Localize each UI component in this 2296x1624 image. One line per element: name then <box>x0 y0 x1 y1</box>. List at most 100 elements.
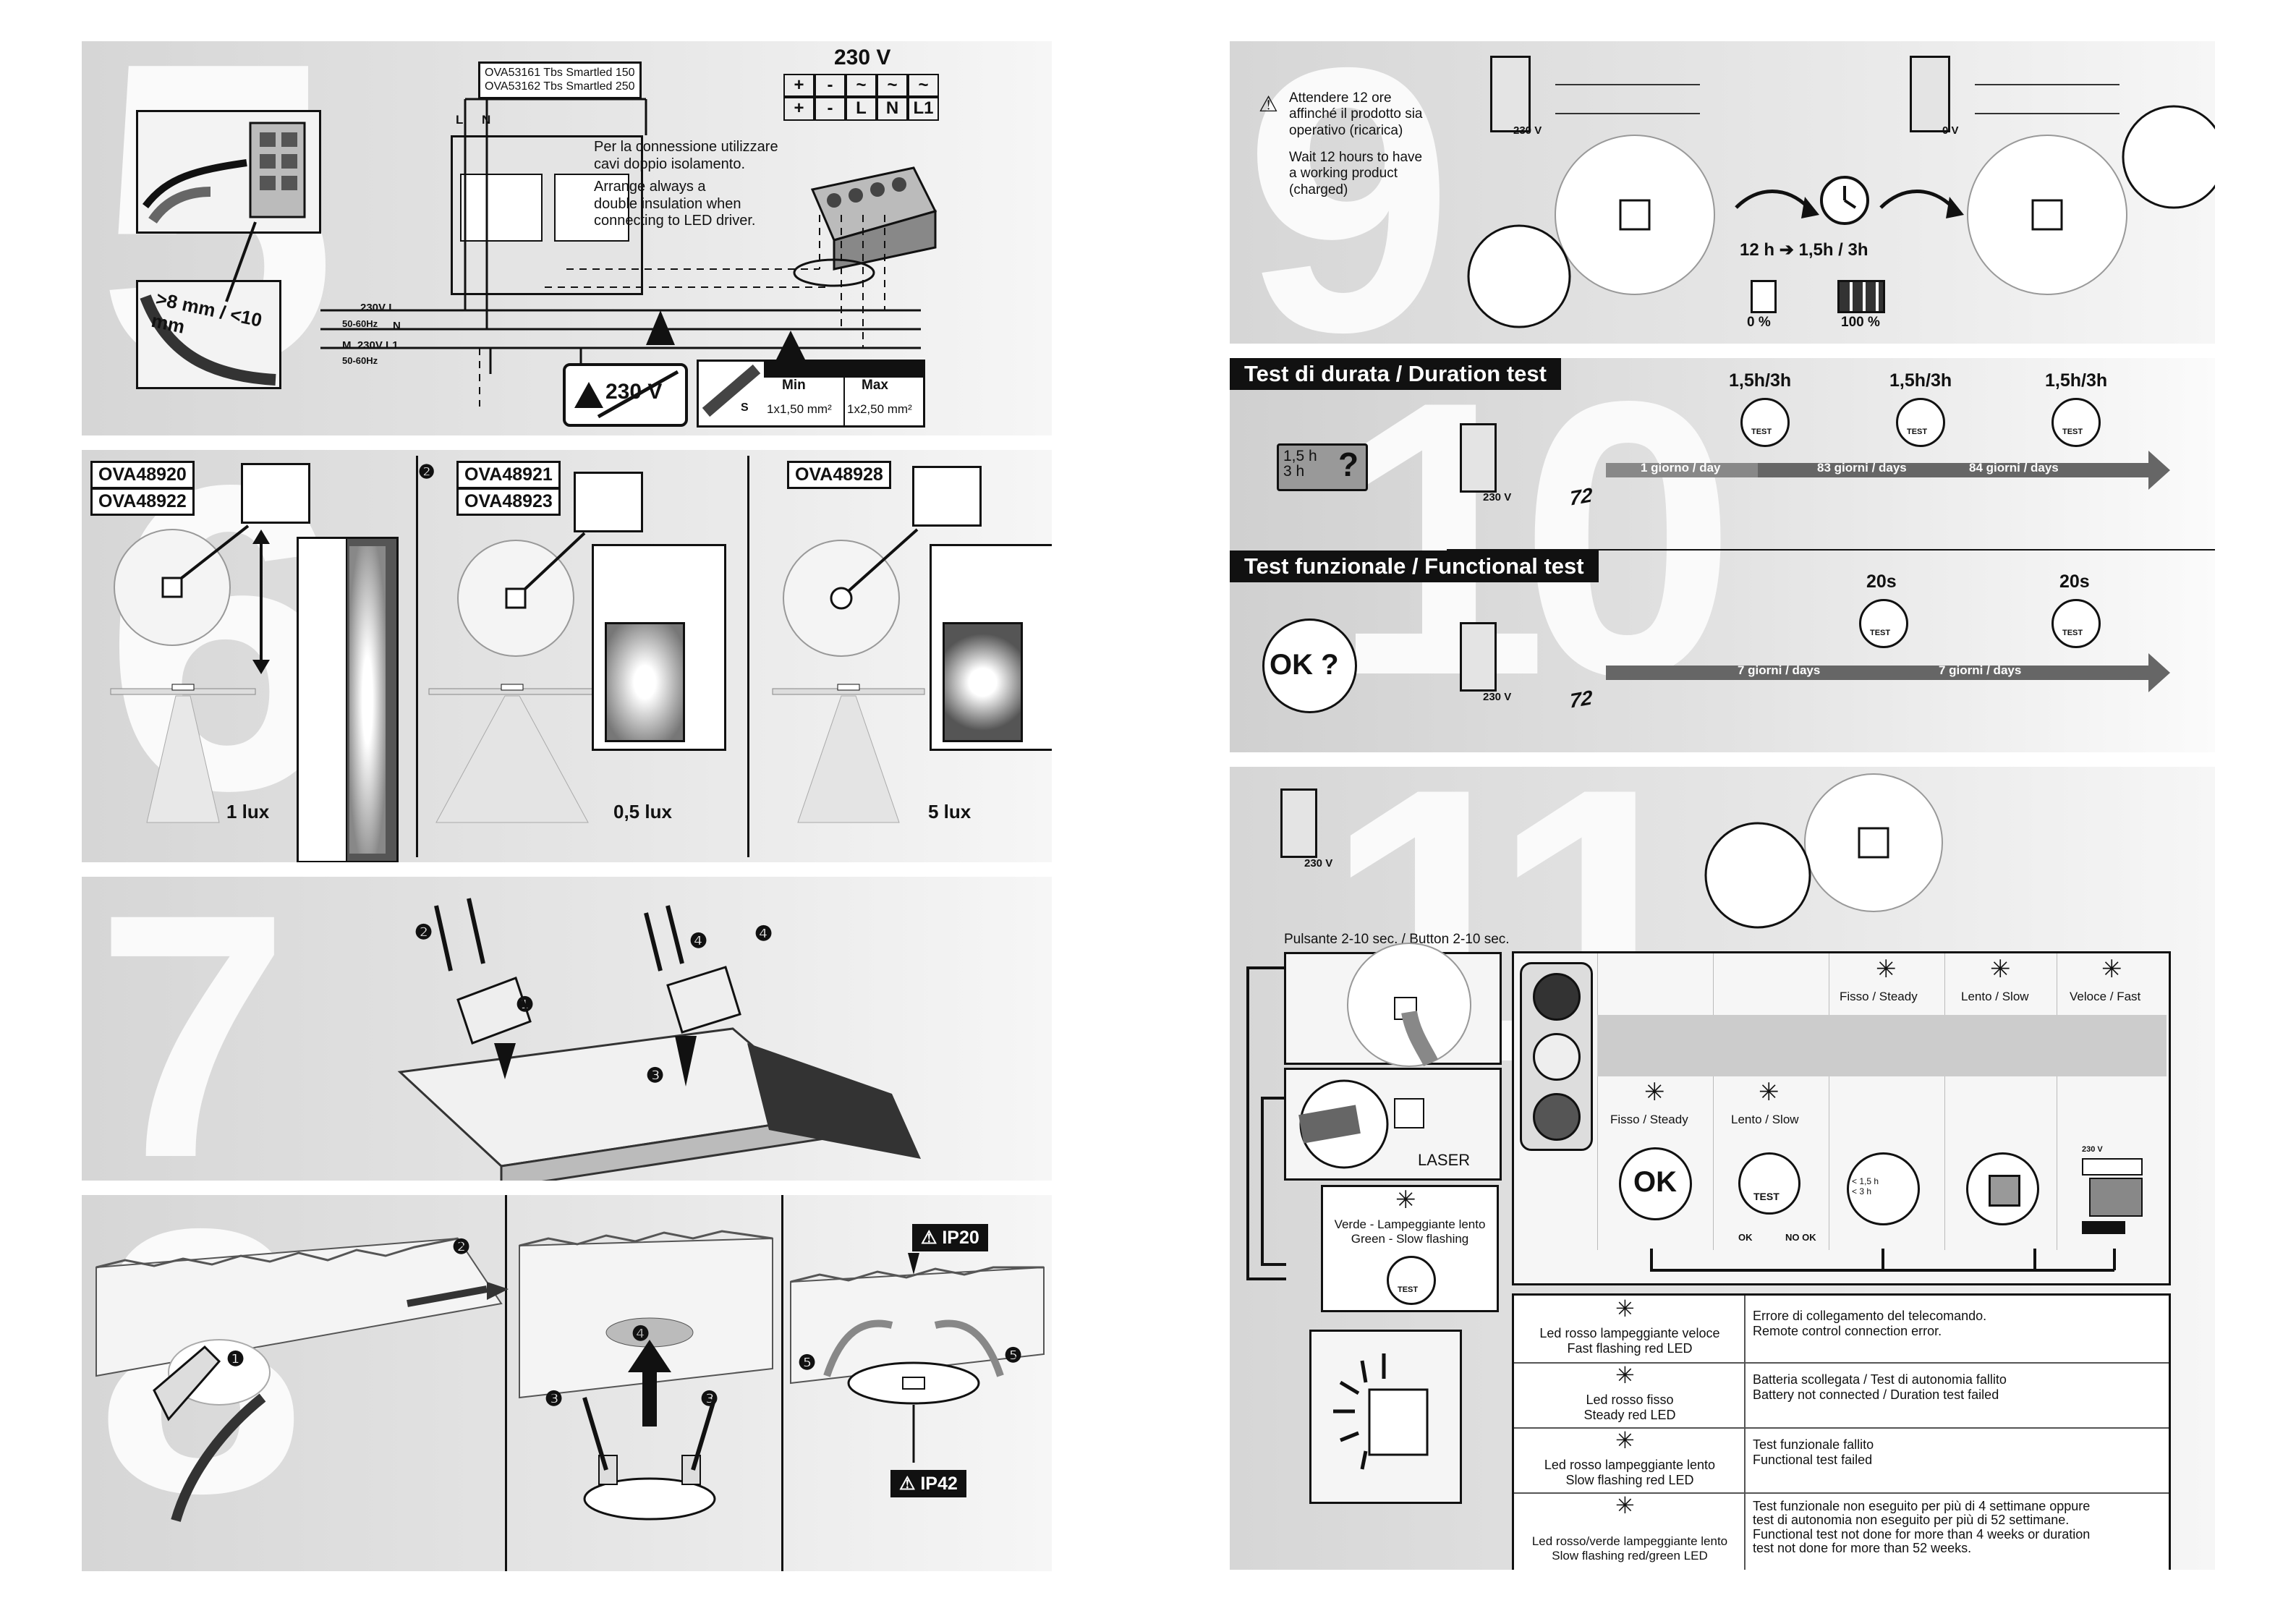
duration-timeline <box>1606 451 2170 692</box>
illuminated-area <box>605 622 685 742</box>
test-badge-label: TEST <box>1751 428 1772 436</box>
callout-2: ❷ <box>452 1236 471 1258</box>
callout-4: ❹ <box>632 1322 650 1345</box>
model-code: OVA48928 <box>787 461 891 489</box>
duration-segment: 83 giorni / days <box>1817 461 1907 475</box>
supply-label: 230 V <box>1304 857 1333 870</box>
traffic-light-icon <box>1520 962 1593 1151</box>
ip20-badge: ⚠ IP20 <box>912 1224 988 1251</box>
functional-segment: 7 giorni / days <box>1738 663 1821 677</box>
legend-text: Test funzionale fallito Functional test … <box>1753 1437 1874 1468</box>
battery-empty-icon <box>1751 280 1777 313</box>
legend-row: ✳ Led rosso/verde lampeggiante lento Slo… <box>1514 1492 2169 1570</box>
supply-on-label: 230 V <box>1513 124 1542 137</box>
test-badge: TEST <box>2051 599 2101 648</box>
pointer-line <box>225 221 257 302</box>
grid-col <box>1713 953 1714 1250</box>
cable-section-icon <box>702 364 761 417</box>
terminal-mini-voltage: 230 V <box>2082 1145 2103 1154</box>
green-flash-icon: ✳ <box>1395 1186 1416 1214</box>
no-230v-warning: 230 V <box>563 363 688 427</box>
battery-replace-badge: < 1,5 h < 3 h <box>1847 1152 1920 1225</box>
legend-led: Led rosso/verde lampeggiante lento Slow … <box>1531 1534 1728 1563</box>
lux-value: 1 lux <box>226 801 270 822</box>
circuit-breaker-icon <box>1910 56 1950 132</box>
functional-segment: 7 giorni / days <box>1939 663 2022 677</box>
mini-warning <box>2082 1221 2125 1234</box>
functional-supply-label: 230 V <box>1483 691 1512 703</box>
terminal-row1-3: ~ <box>877 74 908 98</box>
ip42-badge: ⚠ IP42 <box>890 1470 966 1497</box>
step9-panel: 9 ⚠ Attendere 12 ore affinché il prodott… <box>1230 41 2215 344</box>
insulation-note-en: Arrange always a double insulation when … <box>594 179 756 229</box>
driver-panel <box>460 174 543 242</box>
test-badge: TEST <box>1859 599 1908 648</box>
line-l1-frequency: 50-60Hz <box>342 355 378 366</box>
legend-row-divider <box>1514 1427 2169 1429</box>
room-plan <box>930 544 1052 751</box>
lamp-top <box>1533 973 1581 1021</box>
legend-col-divider <box>1744 1296 1746 1570</box>
legend-row: ✳ Led rosso fisso Steady red LED Batteri… <box>1514 1362 2169 1427</box>
callout-5: ❺ <box>798 1351 817 1374</box>
luminaire-top-view-icon <box>457 532 586 657</box>
terminal-row1-0: + <box>783 74 815 98</box>
corridor-wall <box>299 539 347 861</box>
calendar-icon: 72 <box>1570 686 1593 713</box>
charge-warning-it: Attendere 12 ore affinché il prodotto si… <box>1289 90 1423 138</box>
laser-label: LASER <box>1418 1151 1471 1169</box>
functional-time-label: 20s <box>1866 571 1897 592</box>
light-cone-icon <box>772 684 925 823</box>
column-divider <box>505 1195 507 1571</box>
duration-test-title: Test di durata / Duration test <box>1230 358 1561 390</box>
grid-top-label: Fisso / Steady <box>1840 990 1918 1003</box>
line-l-label: 230V L <box>360 302 396 314</box>
ok-question-badge: OK ? <box>1262 618 1357 713</box>
corridor-plan <box>297 537 399 862</box>
driver-panel-2 <box>554 174 629 242</box>
column-divider <box>781 1195 783 1571</box>
test-badge: TEST <box>1896 398 1945 447</box>
column-divider <box>747 456 749 857</box>
duration-segment: 1 giorno / day <box>1641 461 1721 475</box>
legend-row: ✳ Led rosso lampeggiante lento Slow flas… <box>1514 1427 2169 1492</box>
legend-row-divider <box>1514 1362 2169 1364</box>
duration-supply-label: 230 V <box>1483 491 1512 503</box>
terminal-closeup-illustration <box>136 110 321 234</box>
lux-value: 0,5 lux <box>613 801 672 822</box>
lens-check-badge <box>1966 1152 2039 1225</box>
legend-text: Test funzionale non eseguito per più di … <box>1753 1499 2091 1556</box>
duration-time-label: 1,5h/3h <box>1889 370 1952 391</box>
led-burst-icon: ✳ <box>1644 1079 1665 1106</box>
lens-icon <box>1989 1175 2020 1207</box>
illuminated-area <box>349 546 386 854</box>
callout-1: ❶ <box>516 993 535 1016</box>
column-divider <box>416 456 418 857</box>
test-badge: TEST <box>2051 398 2101 447</box>
step11-panel: 11 230 V Pulsante 2-10 sec. / Button 2-1… <box>1230 767 2215 1570</box>
legend-row-divider <box>1514 1492 2169 1494</box>
legend-led: Led rosso fisso Steady red LED <box>1583 1393 1676 1423</box>
grid-mid-label: Fisso / Steady <box>1610 1113 1688 1126</box>
step-number: 7 <box>96 877 289 1181</box>
warning-triangle-icon: ⚠ <box>1259 93 1278 116</box>
duration-time-label: 1,5h/3h <box>2045 370 2108 391</box>
test-badge: TEST <box>1387 1256 1436 1305</box>
led-burst-icon: ✳ <box>1615 1362 1635 1388</box>
step10-panel: 10 Test di durata / Duration test 1,5 h … <box>1230 358 2215 752</box>
step6-panel: 6 OVA48920 OVA48922 1 lux ❷ OVA48921 OVA… <box>82 450 1052 862</box>
led-burst-icon: ✳ <box>2101 956 2122 983</box>
lens-type-icon <box>241 463 310 524</box>
circuit-breaker-icon <box>1280 788 1317 858</box>
driver-terminal-l: L <box>456 113 464 127</box>
led-legend-table: ✳ Led rosso lampeggiante veloce Fast fla… <box>1512 1293 2171 1570</box>
callout-2: ❷ <box>414 921 433 943</box>
led-burst-icon: ✳ <box>1759 1079 1780 1106</box>
ceiling-ip-illustration <box>790 1253 1045 1463</box>
wiring-diagram <box>320 98 921 407</box>
callout-3b: ❸ <box>700 1387 719 1410</box>
ceiling-insert-illustration <box>95 1237 509 1522</box>
spring-clips-illustration <box>519 1230 773 1521</box>
flashing-led-icon <box>1333 1353 1429 1470</box>
finger-press-icon <box>1347 943 1471 1067</box>
